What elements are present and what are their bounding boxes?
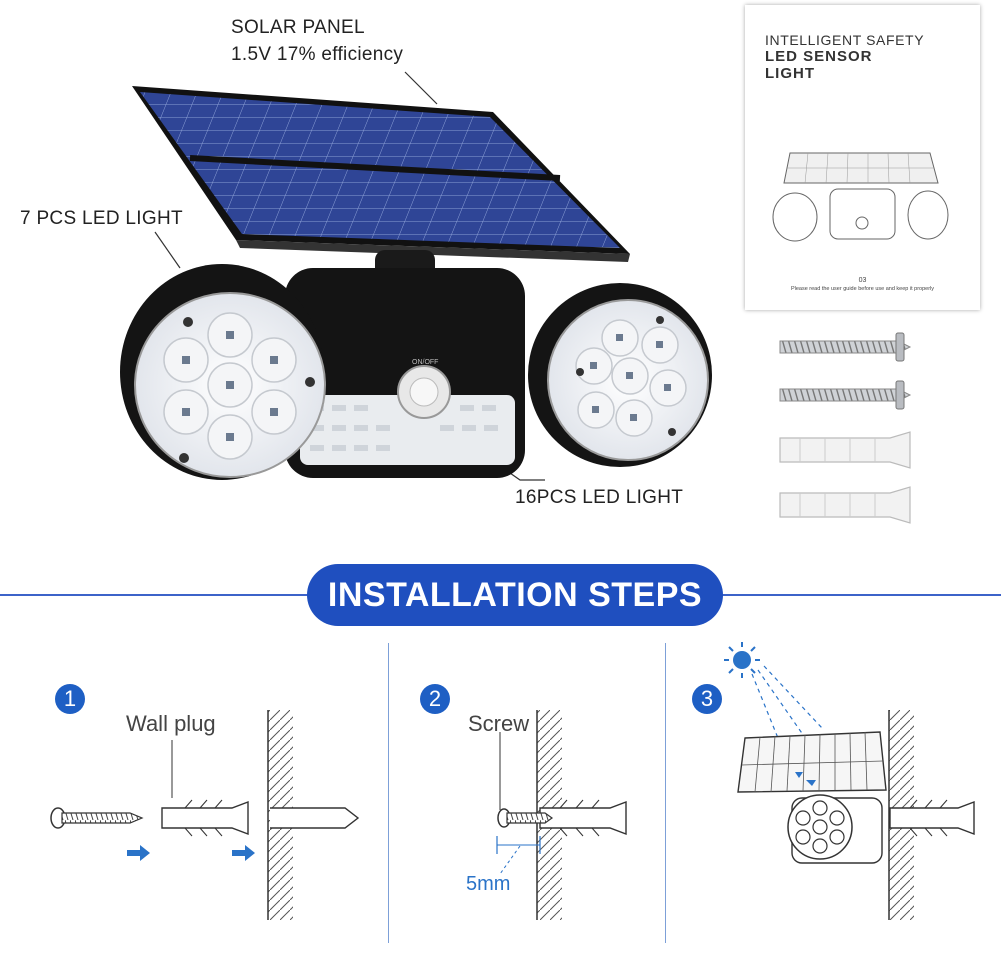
manual-line-drawing xyxy=(772,152,949,242)
bottom-led-callout: 16PCS LED LIGHT xyxy=(515,487,684,508)
installation-steps-banner: INSTALLATION STEPS xyxy=(307,564,723,626)
left-led-head xyxy=(120,264,326,480)
step-2-number: 2 xyxy=(420,684,450,714)
left-led-callout-line xyxy=(154,231,181,269)
user-manual: INTELLIGENT SAFETY LED SENSOR LIGHT 03 P… xyxy=(745,5,980,310)
step-2-diagram xyxy=(496,710,627,920)
right-led-head xyxy=(528,283,712,467)
step-3-diagram xyxy=(724,642,975,920)
manual-title-line3: LIGHT xyxy=(765,65,815,82)
sensor-body xyxy=(285,268,525,478)
left-led-callout: 7 PCS LED LIGHT xyxy=(20,208,183,229)
mini-solar-panel xyxy=(737,731,887,793)
step-3-number: 3 xyxy=(692,684,722,714)
screw-icon xyxy=(779,380,912,410)
manual-title-line1: INTELLIGENT SAFETY xyxy=(765,32,925,48)
wall-plug-icon xyxy=(779,486,911,524)
on-off-switch-label: ON/OFF xyxy=(412,359,438,366)
step-separator xyxy=(388,643,389,943)
step-2-measure: 5mm xyxy=(466,873,511,895)
solar-panel xyxy=(132,86,630,262)
sun-icon xyxy=(724,642,760,678)
step-1-diagram xyxy=(50,710,360,920)
wall-plug-icon xyxy=(779,431,911,469)
accessories xyxy=(779,332,912,524)
product-illustration: ON/OFF xyxy=(120,71,712,481)
manual-page-number: 03 xyxy=(858,277,867,284)
step-separator xyxy=(665,643,666,943)
installation-diagrams xyxy=(50,642,975,920)
step-1-number: 1 xyxy=(55,684,85,714)
solar-panel-title: SOLAR PANEL xyxy=(231,17,365,38)
step-1-label: Wall plug xyxy=(126,711,216,736)
solar-callout-line xyxy=(404,71,438,105)
solar-panel-spec: 1.5V 17% efficiency xyxy=(231,44,404,65)
manual-title-line2: LED SENSOR xyxy=(765,48,873,65)
step-2-label: Screw xyxy=(468,711,530,736)
screw-icon xyxy=(779,332,912,362)
manual-footer-note: Please read the user guide before use an… xyxy=(790,286,935,292)
